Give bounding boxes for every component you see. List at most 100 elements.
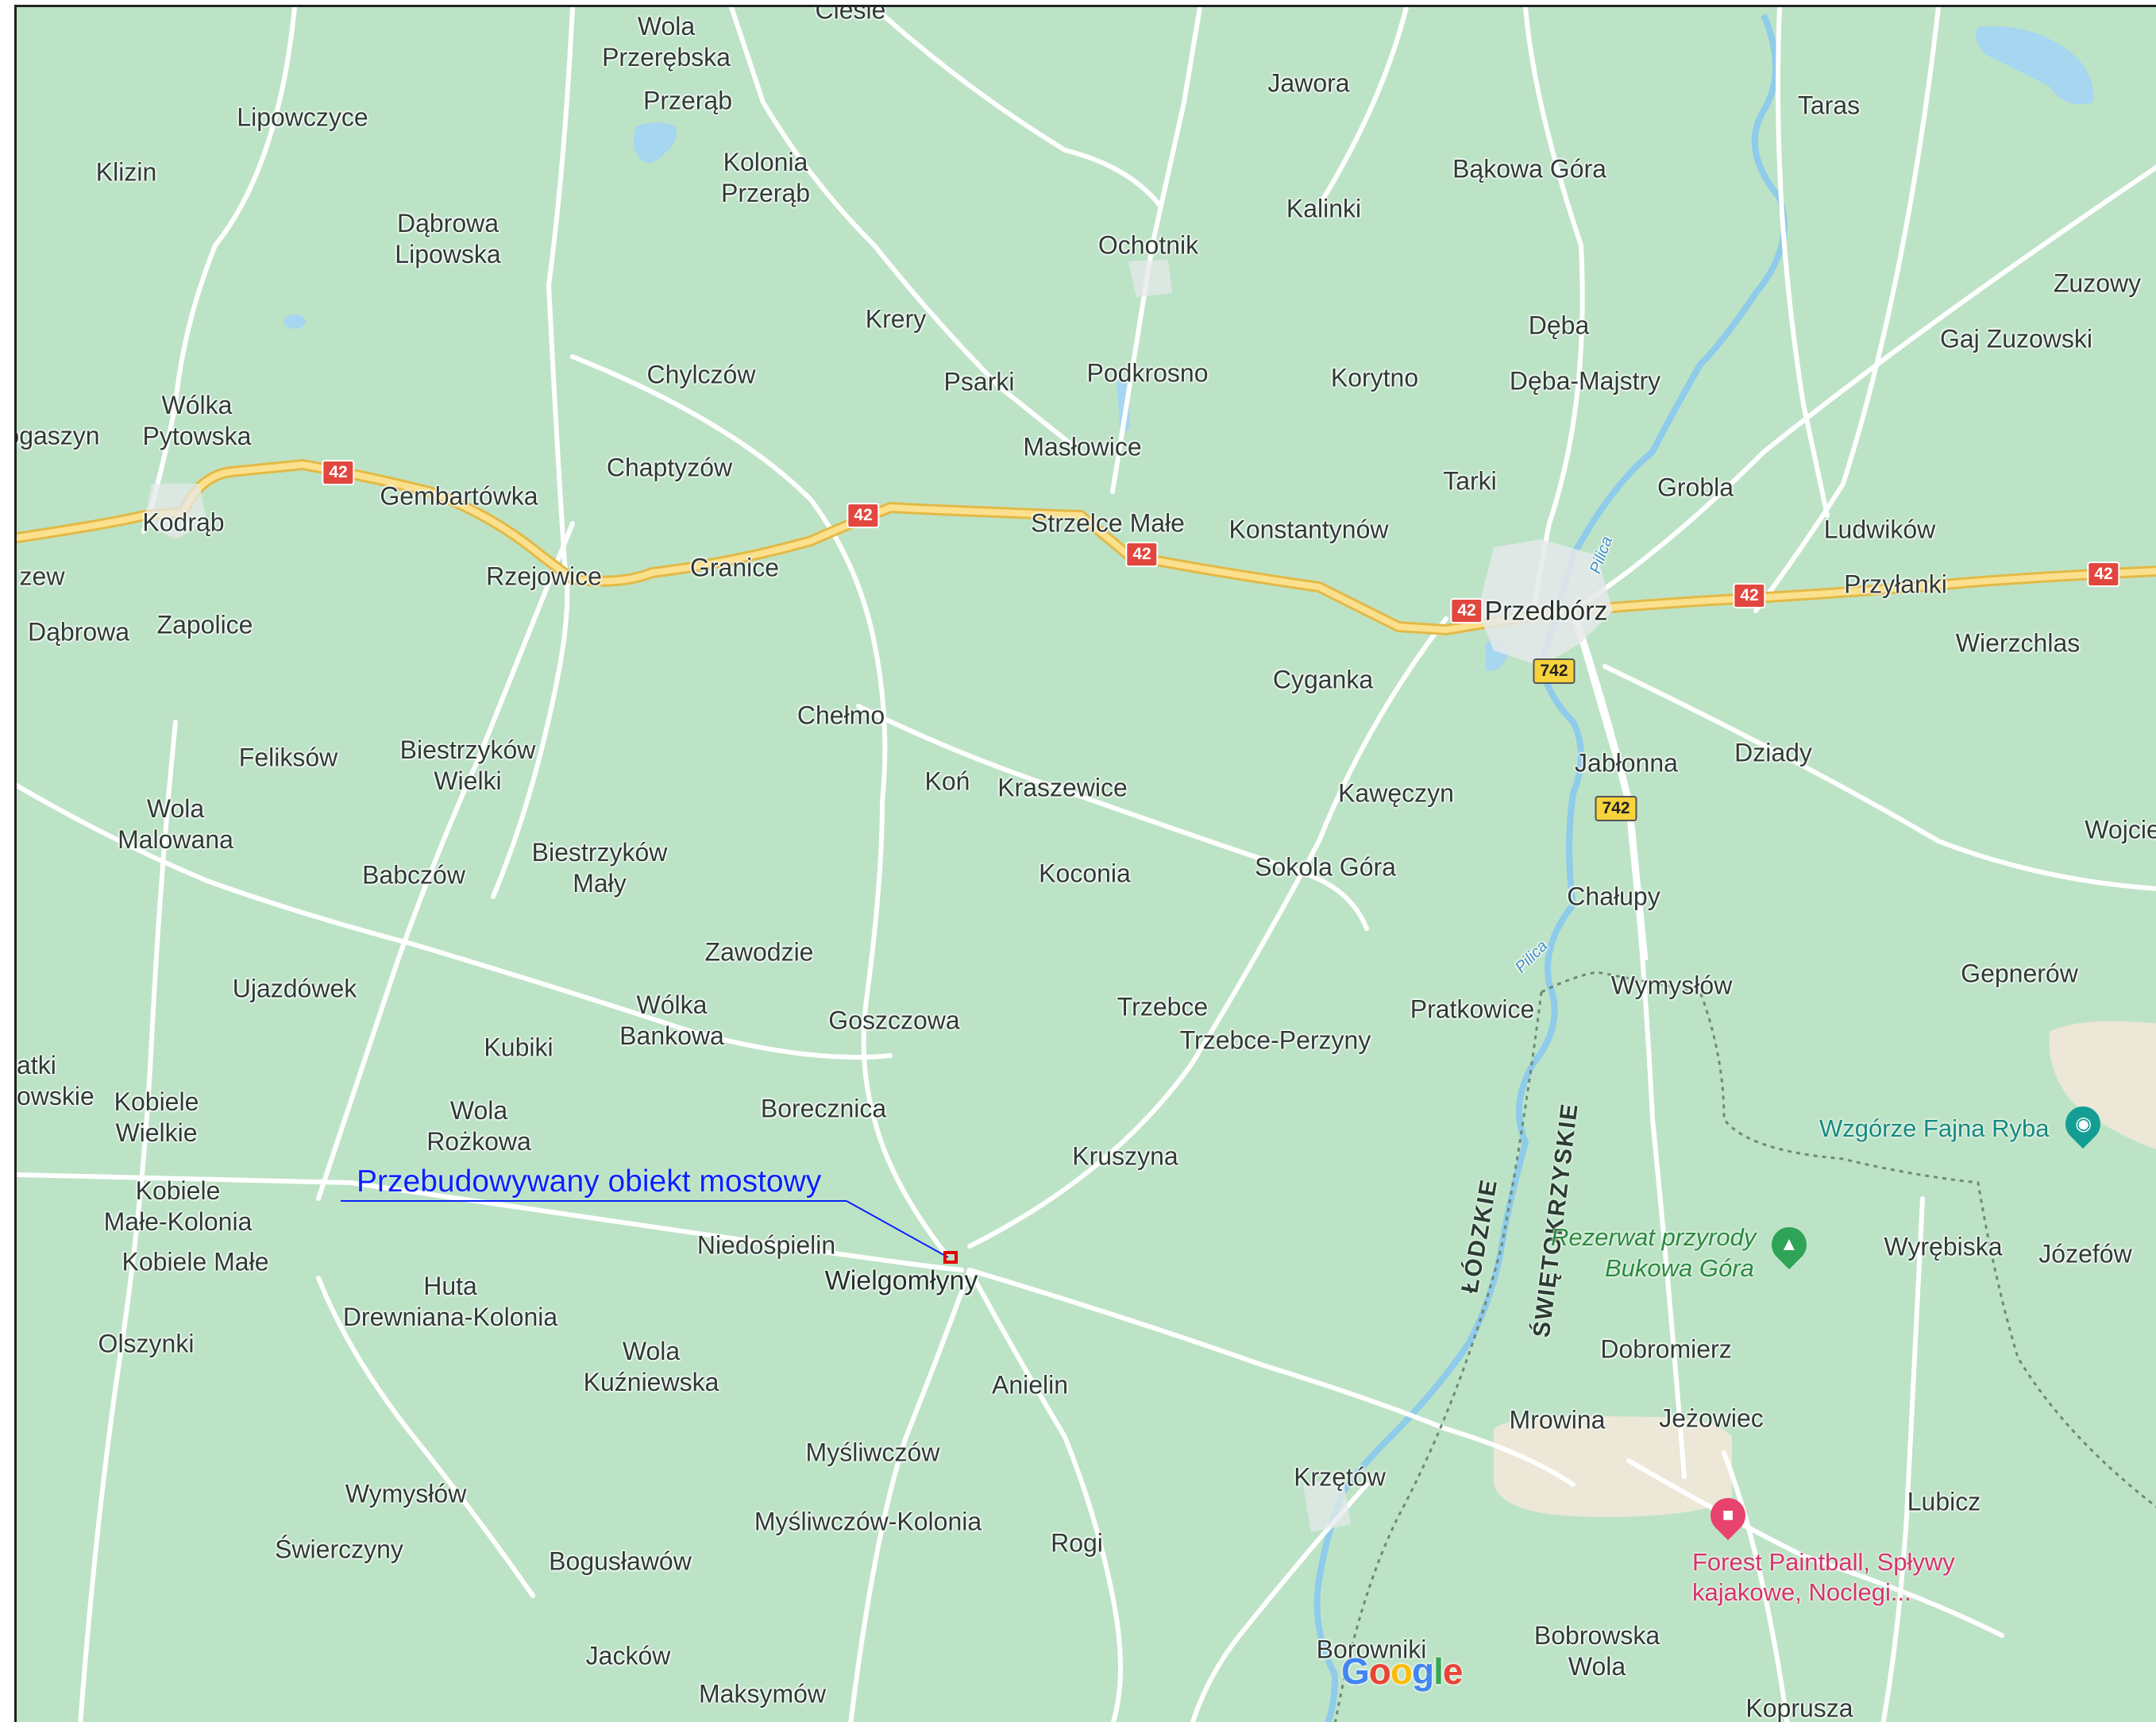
place-label-cyganka[interactable]: Cyganka xyxy=(1272,665,1374,694)
place-label-gepnerow[interactable]: Gepnerów xyxy=(1961,959,2078,988)
place-label-gaj-zuzowski[interactable]: Gaj Zuzowski xyxy=(1939,324,2093,353)
place-label-dabrowa[interactable]: Dąbrowa xyxy=(27,617,130,647)
place-label-sokola-gora[interactable]: Sokola Góra xyxy=(1255,852,1396,882)
poi-label-rezerwat[interactable]: Rezerwat przyrody xyxy=(1551,1223,1757,1251)
place-label-grobla[interactable]: Grobla xyxy=(1657,473,1734,502)
place-label-mrowina[interactable]: Mrowina xyxy=(1509,1405,1606,1434)
place-label-trzebce[interactable]: Trzebce xyxy=(1117,992,1209,1021)
place-label-wierzchlas[interactable]: Wierzchlas xyxy=(1955,628,2081,658)
place-label-goszczowa[interactable]: Goszczowa xyxy=(828,1006,960,1035)
place-label-jezowiec[interactable]: Jeżowiec xyxy=(1659,1403,1764,1433)
place-label-wymyslow-sw[interactable]: Wymysłów xyxy=(345,1479,467,1508)
place-label-maslowice[interactable]: Masłowice xyxy=(1023,432,1142,461)
place-label-lubicz[interactable]: Lubicz xyxy=(1907,1487,1981,1516)
place-label-kaweczyn[interactable]: Kawęczyn xyxy=(1338,778,1454,808)
place-label-niedospielin[interactable]: Niedośpielin xyxy=(696,1230,836,1260)
place-label-podkrosno[interactable]: Podkrosno xyxy=(1086,358,1209,388)
poi-label-paintball-sub[interactable]: kajakowe, Noclegi... xyxy=(1692,1578,1911,1606)
place-label-pratkowice[interactable]: Pratkowice xyxy=(1410,994,1535,1024)
poi-label-fajna-ryba[interactable]: Wzgórze Fajna Ryba xyxy=(1819,1114,2050,1142)
place-label-jackow[interactable]: Jacków xyxy=(585,1641,671,1670)
place-label-korytno[interactable]: Korytno xyxy=(1330,363,1419,392)
place-label-psarki[interactable]: Psarki xyxy=(943,367,1015,396)
poi-label-paintball[interactable]: Forest Paintball, Spływy xyxy=(1692,1548,1955,1576)
place-label-zapolice[interactable]: Zapolice xyxy=(156,610,253,639)
place-label-dziady[interactable]: Dziady xyxy=(1734,738,1812,767)
place-label-przylanki[interactable]: Przyłanki xyxy=(1844,569,1947,599)
place-label-strzelce-male[interactable]: Strzelce Małe xyxy=(1031,508,1185,538)
place-label-mysliwczow-kolonia[interactable]: Myśliwczów-Kolonia xyxy=(754,1507,982,1536)
place-label-ludwikow[interactable]: Ludwików xyxy=(1823,515,1936,544)
place-label-deba[interactable]: Dęba xyxy=(1528,311,1590,340)
place-label-taras[interactable]: Taras xyxy=(1797,91,1861,120)
place-label-feliksow[interactable]: Feliksów xyxy=(238,743,338,772)
place-label-jablonna[interactable]: Jabłonna xyxy=(1575,748,1678,778)
place-label-kodrab[interactable]: Kodrąb xyxy=(142,508,225,537)
place-label-ujazdowek[interactable]: Ujazdówek xyxy=(232,974,357,1003)
place-label-deba-majstry[interactable]: Dęba-Majstry xyxy=(1509,366,1661,396)
place-label-wyrebiska[interactable]: Wyrębiska xyxy=(1884,1232,2003,1261)
place-label-kon[interactable]: Koń xyxy=(924,766,970,796)
place-label-wojciec[interactable]: Wojciec xyxy=(2085,815,2156,844)
place-label-kalinki[interactable]: Kalinki xyxy=(1286,194,1362,223)
place-label-koprusza[interactable]: Koprusza xyxy=(1745,1693,1853,1722)
place-label-krery[interactable]: Krery xyxy=(865,304,927,334)
place-label-ochotnik[interactable]: Ochotnik xyxy=(1097,230,1199,260)
place-label-swierczyny[interactable]: Świerczyny xyxy=(275,1535,403,1564)
place-label-rzejowice[interactable]: Rzejowice xyxy=(486,562,602,591)
place-label-dobromierz[interactable]: Dobromierz xyxy=(1600,1334,1732,1364)
map-canvas[interactable]: 42 42 42 42 42 42 742 742 Pilica Pilica … xyxy=(14,5,2156,1722)
place-label-ciesle[interactable]: Cieśle xyxy=(815,5,886,25)
place-label-granice[interactable]: Granice xyxy=(689,553,780,582)
place-label-zew[interactable]: zew xyxy=(19,562,65,591)
place-label-chylczow[interactable]: Chylczów xyxy=(646,360,756,389)
place-label-olszynki[interactable]: Olszynki xyxy=(98,1329,195,1358)
place-label-kretow[interactable]: Krzętów xyxy=(1294,1462,1386,1492)
place-label-bakowa-gora[interactable]: Bąkowa Góra xyxy=(1452,154,1606,183)
place-label-kubiki[interactable]: Kubiki xyxy=(484,1033,553,1062)
place-label-zawodzie[interactable]: Zawodzie xyxy=(704,937,814,967)
place-label-jozefow[interactable]: Józefów xyxy=(2038,1239,2132,1268)
poi-label-rezerwat-name[interactable]: Bukowa Góra xyxy=(1605,1254,1754,1282)
place-label-przedborz[interactable]: Przedbórz xyxy=(1484,596,1608,627)
place-label-borecznica[interactable]: Borecznica xyxy=(760,1094,887,1123)
place-label-lipowczyce[interactable]: Lipowczyce xyxy=(237,102,368,132)
place-label-chaptyzow[interactable]: Chaptyzów xyxy=(606,453,733,482)
place-label-trzebce-perzyny[interactable]: Trzebce-Perzyny xyxy=(1179,1025,1371,1055)
place-label-klizin[interactable]: Klizin xyxy=(95,157,157,187)
place-label-zuzowy[interactable]: Zuzowy xyxy=(2053,268,2142,298)
place-label-koconia[interactable]: Koconia xyxy=(1039,859,1131,888)
place-label-wymyslow-e[interactable]: Wymysłów xyxy=(1610,971,1733,1000)
place-label-kobiele-male[interactable]: Kobiele Małe xyxy=(121,1247,269,1276)
place-label-jawora[interactable]: Jawora xyxy=(1267,68,1350,98)
place-label-kruszyna[interactable]: Kruszyna xyxy=(1072,1141,1178,1171)
place-label-boguslawow[interactable]: Bogusławów xyxy=(549,1546,692,1576)
place-label-wielgomlyny[interactable]: Wielgomłyny xyxy=(824,1265,978,1296)
place-label-gembartowka[interactable]: Gembartówka xyxy=(380,481,538,511)
place-label-babczow[interactable]: Babczów xyxy=(362,860,465,890)
place-label-maksymow[interactable]: Maksymów xyxy=(698,1679,827,1708)
place-label-chelmo[interactable]: Chełmo xyxy=(796,701,885,730)
place-label-tarki[interactable]: Tarki xyxy=(1443,466,1497,496)
place-label-anielin[interactable]: Anielin xyxy=(991,1370,1069,1400)
place-label-rogi[interactable]: Rogi xyxy=(1051,1528,1103,1558)
place-label-przerab[interactable]: Przerąb xyxy=(642,86,733,115)
place-label-borowniki[interactable]: Borowniki xyxy=(1316,1635,1427,1664)
place-label-bogaszyn[interactable]: ogaszyn xyxy=(14,421,100,450)
place-label-kraszewice[interactable]: Kraszewice xyxy=(997,773,1128,802)
